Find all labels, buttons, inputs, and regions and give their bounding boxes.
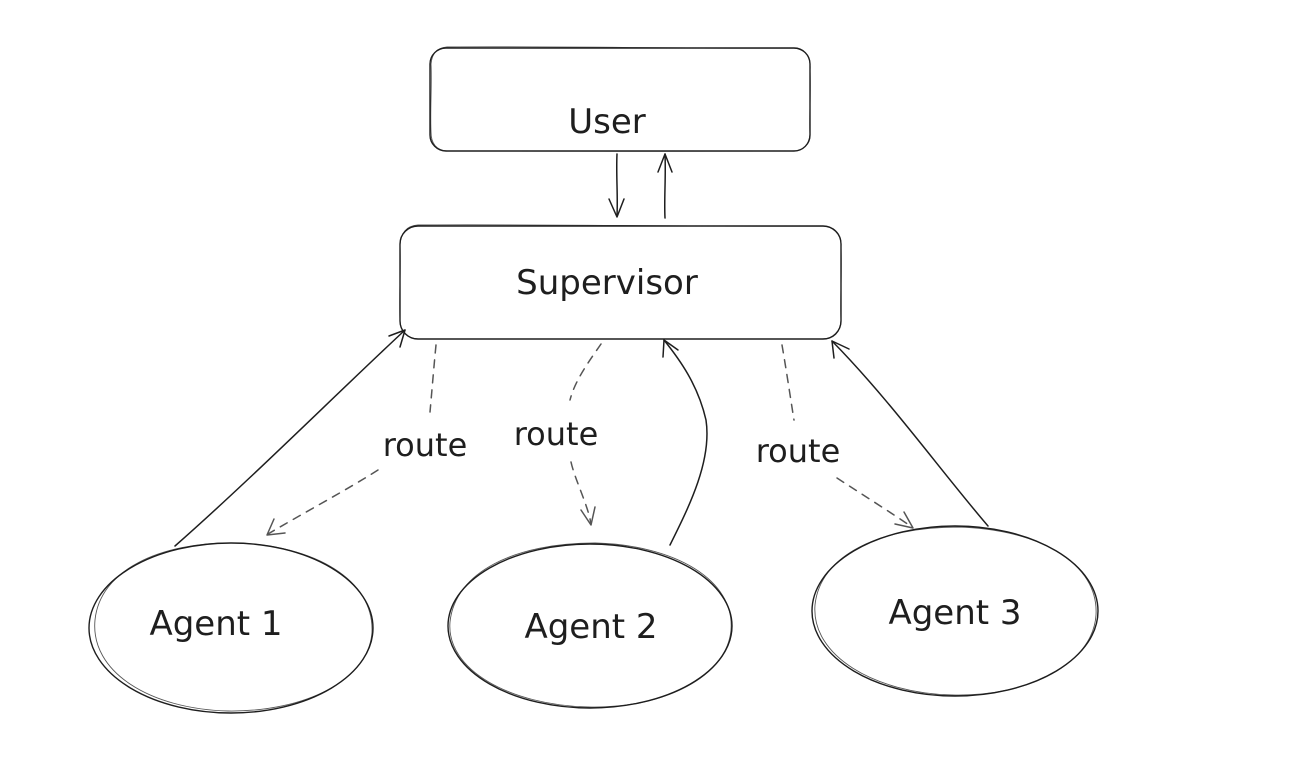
agent-2-node: Agent 2	[447, 542, 733, 709]
return-edge-agent-1	[174, 329, 406, 547]
route-label-agent-1: route	[383, 426, 468, 464]
agent-1-label: Agent 1	[149, 604, 282, 644]
agent-3-label: Agent 3	[888, 593, 1021, 633]
route-edge-agent-2: route	[514, 343, 602, 526]
user-to-supervisor-arrow	[608, 153, 625, 218]
supervisor-label: Supervisor	[516, 263, 698, 303]
route-label-agent-3: route	[756, 432, 841, 470]
user-node: User	[429, 46, 811, 152]
return-edge-agent-3	[831, 340, 989, 527]
return-edge-agent-2	[662, 339, 708, 546]
agent-3-node: Agent 3	[811, 525, 1099, 697]
supervisor-to-user-arrow	[657, 153, 673, 219]
route-edge-agent-3: route	[756, 344, 914, 529]
agent-2-label: Agent 2	[524, 607, 657, 647]
supervisor-node: Supervisor	[399, 224, 842, 340]
agent-1-node: Agent 1	[88, 542, 374, 714]
user-label: User	[568, 102, 646, 142]
route-edge-agent-1: route	[266, 344, 468, 536]
route-label-agent-2: route	[514, 415, 599, 453]
